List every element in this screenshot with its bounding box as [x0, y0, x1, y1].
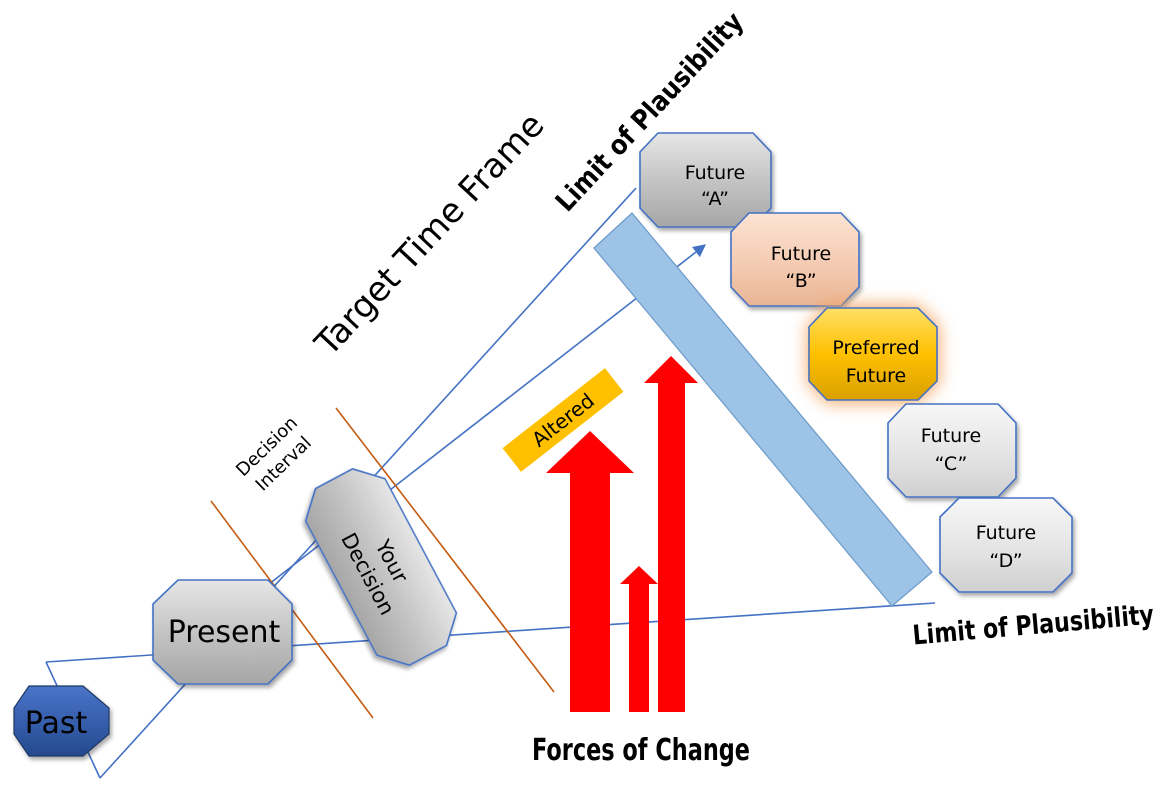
future-b-label-2: “B”	[785, 270, 816, 292]
trajectory-arrow	[209, 244, 707, 631]
node-present[interactable]: Present	[152, 579, 293, 685]
future-d-label-1: Future	[976, 522, 1037, 544]
forces-of-change-label: Forces of Change	[532, 733, 750, 768]
target-time-frame-label: Target Time Frame	[307, 105, 552, 364]
future-b-label-1: Future	[771, 243, 832, 265]
preferred-label-1: Preferred	[832, 337, 919, 359]
node-past[interactable]: Past	[13, 685, 110, 757]
decision-line-right	[335, 407, 555, 693]
future-c-label-1: Future	[921, 425, 982, 447]
force-arrow-small	[620, 566, 658, 712]
decision-interval-label: Decision Interval	[232, 413, 316, 496]
plausibility-bar	[593, 212, 933, 607]
future-c-label-2: “C”	[935, 453, 968, 475]
future-d-label-2: “D”	[989, 550, 1022, 572]
forces-arrows	[546, 356, 698, 712]
past-label: Past	[25, 706, 88, 741]
node-future-d[interactable]: Future “D”	[939, 497, 1073, 593]
future-a-label-1: Future	[685, 162, 746, 184]
force-arrow-large	[546, 431, 634, 712]
force-arrow-tall	[644, 356, 698, 712]
node-future-b[interactable]: Future “B”	[730, 212, 860, 307]
node-future-c[interactable]: Future “C”	[887, 403, 1017, 498]
preferred-label-2: Future	[846, 365, 907, 387]
node-preferred-future[interactable]: Preferred Future	[807, 304, 940, 404]
limit-of-plausibility-bottom: Limit of Plausibility	[911, 600, 1155, 652]
future-a-label-2: “A”	[701, 188, 729, 210]
present-label: Present	[168, 615, 281, 650]
